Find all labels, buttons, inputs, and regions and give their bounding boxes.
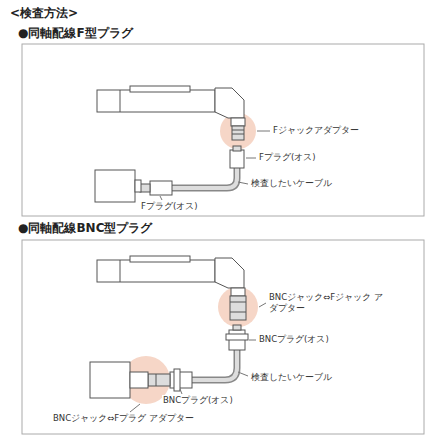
part-label: BNCジャック⇔Fジャック アダプター <box>268 292 388 313</box>
page-title: <検査方法> <box>10 6 78 21</box>
part-label: Fプラグ(オス) <box>140 201 199 212</box>
part-label: BNCプラグ(オス) <box>162 395 234 406</box>
part-label: Fプラグ(オス) <box>258 152 317 163</box>
section-heading: ●同軸配線F型プラグ <box>18 26 133 41</box>
part-label: 検査したいケーブル <box>250 372 333 383</box>
part-label: BNCジャック⇔Fプラグ アダプター <box>52 413 195 424</box>
part-label: 検査したいケーブル <box>250 178 333 189</box>
section-heading: ●同軸配線BNC型プラグ <box>18 221 152 236</box>
part-label: BNCプラグ(オス) <box>258 334 330 345</box>
part-label: Fジャックアダプター <box>272 125 360 136</box>
